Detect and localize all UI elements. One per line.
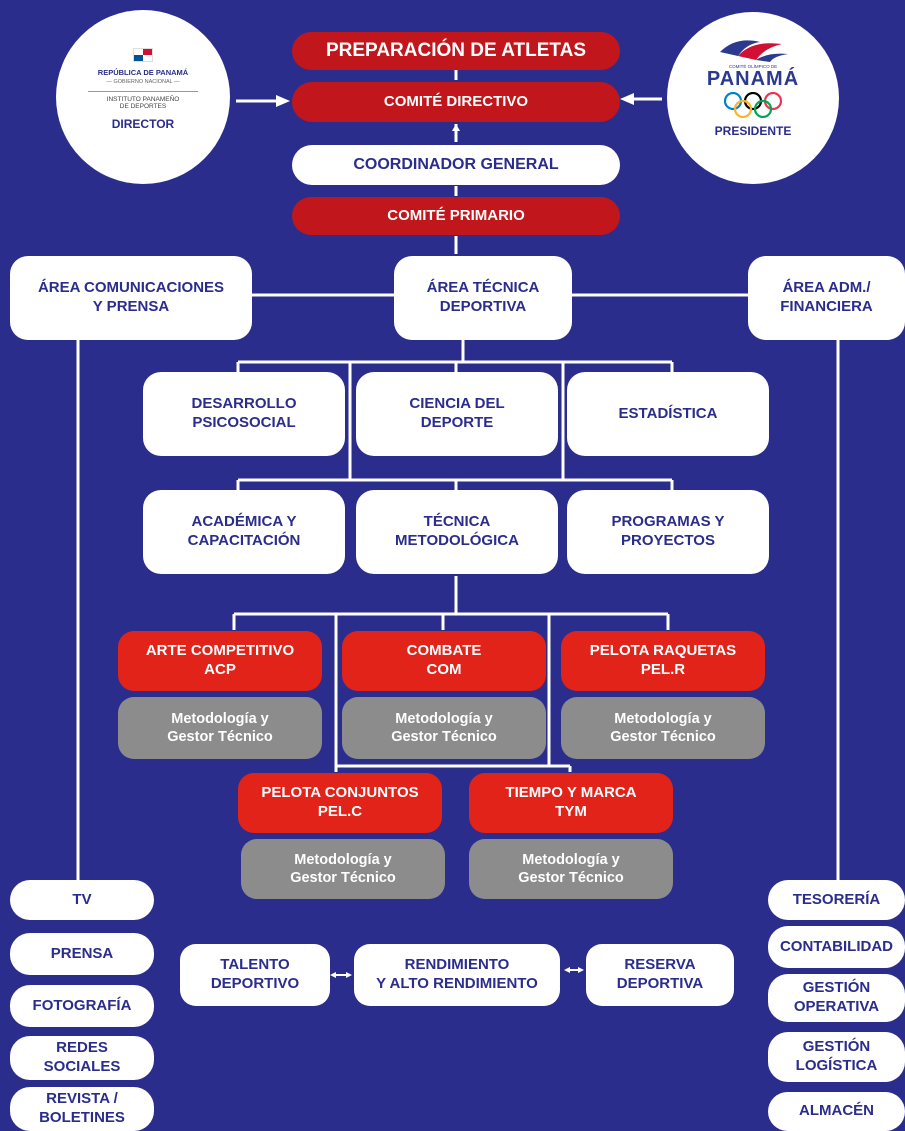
tecnica-metodologica-box: TÉCNICA METODOLÓGICA [356,490,558,574]
group-combate-sub: Metodología y Gestor Técnico [342,697,546,759]
com-item-tv: TV [10,880,154,920]
group-arte-competitivo-sub: Metodología y Gestor Técnico [118,697,322,759]
republica-label: REPÚBLICA DE PANAMÁ [97,68,189,77]
area-comunicaciones-box: ÁREA COMUNICACIONES Y PRENSA [10,256,252,340]
fin-item-almacen: ALMACÉN [768,1092,905,1131]
group-pelota-conjuntos-sub: Metodología y Gestor Técnico [241,839,445,899]
com-item-prensa: PRENSA [10,933,154,975]
group-pelota-conjuntos: PELOTA CONJUNTOS PEL.C [238,773,442,833]
cop-logo-badge: COMITÉ OLÍMPICO DE PANAMÁ PRESIDENTE [667,12,839,184]
gobierno-label: — GOBIERNO NACIONAL — [106,79,180,85]
area-tecnica-box: ÁREA TÉCNICA DEPORTIVA [394,256,572,340]
olympic-rings-icon [723,92,783,118]
academica-capacitacion-box: ACADÉMICA Y CAPACITACIÓN [143,490,345,574]
fin-item-tesoreria: TESORERÍA [768,880,905,920]
programas-proyectos-box: PROGRAMAS Y PROYECTOS [567,490,769,574]
instituto-label: INSTITUTO PANAMEÑO DE DEPORTES [106,96,180,111]
com-item-fotografia: FOTOGRAFÍA [10,985,154,1027]
presidente-label: PRESIDENTE [714,124,792,138]
ciencia-deporte-box: CIENCIA DEL DEPORTE [356,372,558,456]
com-item-revista: REVISTA / BOLETINES [10,1087,154,1131]
ipd-logo-badge: REPÚBLICA DE PANAMÁ — GOBIERNO NACIONAL … [56,10,230,184]
group-arte-competitivo: ARTE COMPETITIVO ACP [118,631,322,691]
group-tiempo-marca-sub: Metodología y Gestor Técnico [469,839,673,899]
talento-deportivo-box: TALENTO DEPORTIVO [180,944,330,1006]
director-label: DIRECTOR [111,116,175,131]
group-tiempo-marca: TIEMPO Y MARCA TYM [469,773,673,833]
cop-comite-label: COMITÉ OLÍMPICO DE [728,64,778,69]
fin-item-contabilidad: CONTABILIDAD [768,926,905,968]
preparacion-atletas-title: PREPARACIÓN DE ATLETAS [292,32,620,70]
desarrollo-psicosocial-box: DESARROLLO PSICOSOCIAL [143,372,345,456]
comite-primario-box: COMITÉ PRIMARIO [292,197,620,235]
com-item-redes: REDES SOCIALES [10,1036,154,1080]
area-financiera-box: ÁREA ADM./ FINANCIERA [748,256,905,340]
comite-directivo-box: COMITÉ DIRECTIVO [292,82,620,122]
reserva-deportiva-box: RESERVA DEPORTIVA [586,944,734,1006]
fin-item-gestion-logistica: GESTIÓN LOGÍSTICA [768,1032,905,1082]
group-combate: COMBATE COM [342,631,546,691]
panama-flag-icon [133,48,153,62]
estadistica-box: ESTADÍSTICA [567,372,769,456]
group-pelota-raquetas-sub: Metodología y Gestor Técnico [561,697,765,759]
rendimiento-box: RENDIMIENTO Y ALTO RENDIMIENTO [354,944,560,1006]
fin-item-gestion-operativa: GESTIÓN OPERATIVA [768,974,905,1022]
cop-wing-logo-icon [720,40,788,62]
cop-panama-label: PANAMÁ [706,68,800,90]
group-pelota-raquetas: PELOTA RAQUETAS PEL.R [561,631,765,691]
coordinador-general-box: COORDINADOR GENERAL [292,145,620,185]
